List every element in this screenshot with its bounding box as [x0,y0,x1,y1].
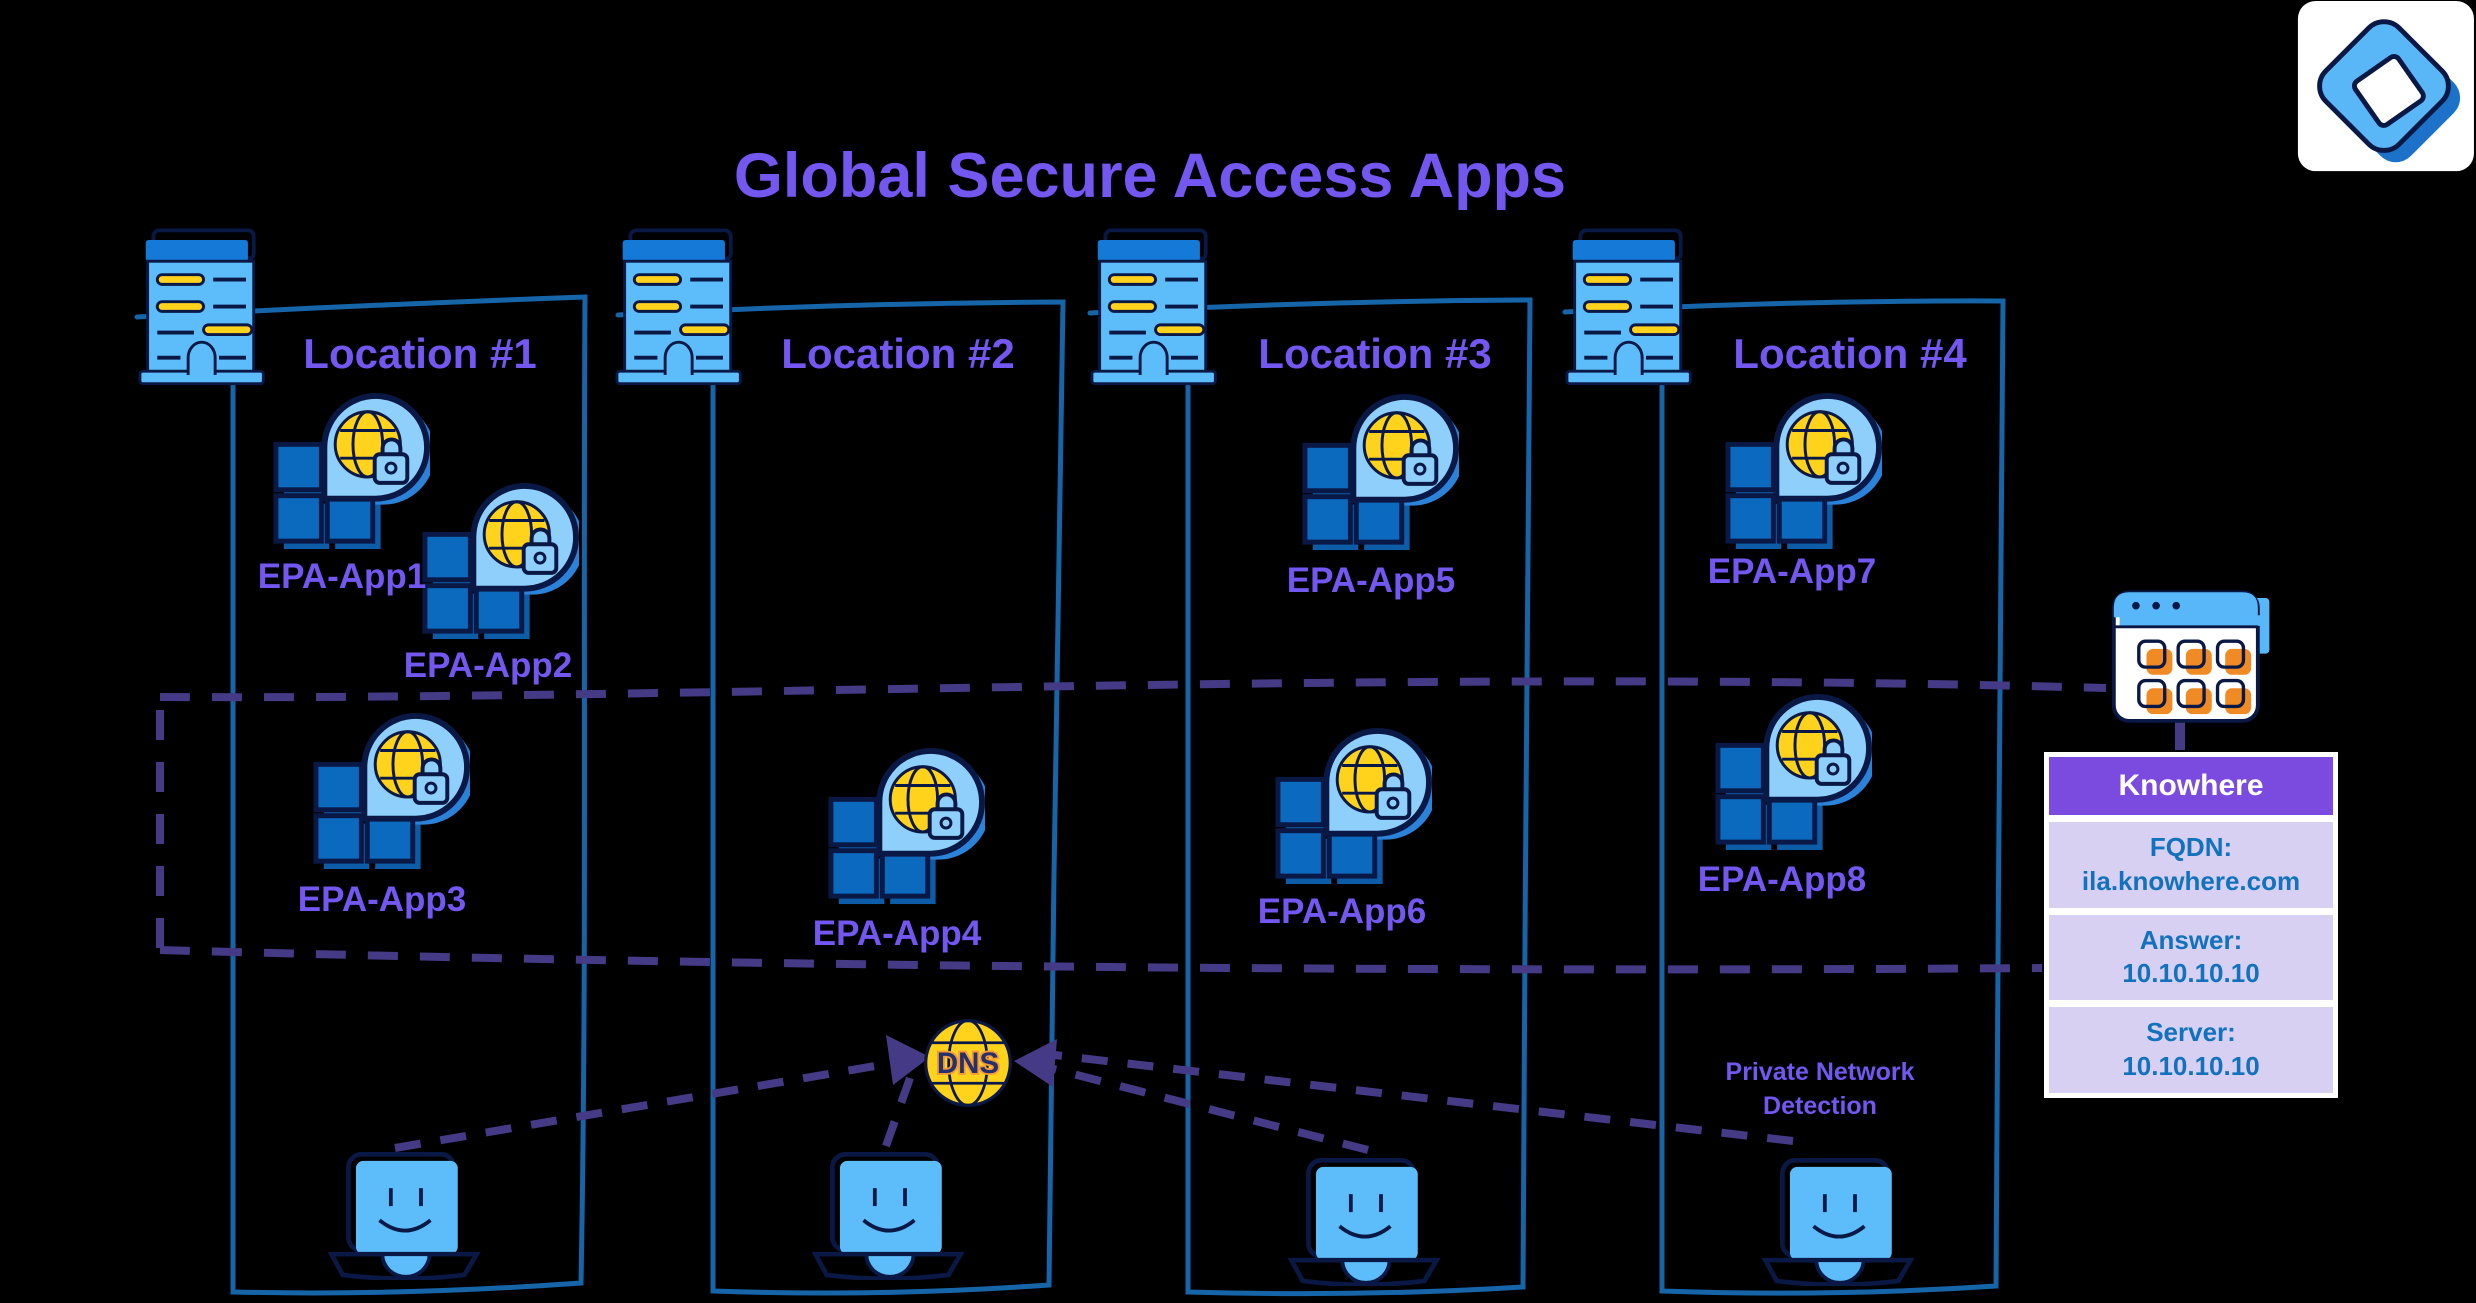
client2-laptop-icon [806,1152,971,1280]
table-row-server: Server: 10.10.10.10 [2049,1007,2333,1093]
dns-query-arrows [394,1050,1794,1154]
boundary-top-edge [159,677,2107,702]
client3-laptop-icon [1282,1158,1447,1286]
location-4-label: Location #4 [1733,330,1967,377]
private-network-detection-label: Private Network Detection [1725,1058,1915,1120]
fqdn-value: ila.knowhere.com [2081,865,2301,896]
epa-app8-label: EPA-App8 [1697,860,1867,899]
server-value: 10.10.10.10 [2122,1050,2260,1081]
dns-label: DNS [937,1047,999,1080]
location-1-label: Location #1 [303,330,537,377]
private-network-boundary [156,677,2107,974]
epa-app3-label: EPA-App3 [297,880,467,919]
epa-app6-icon [1274,728,1432,886]
dns-icon: DNS [924,1019,1012,1107]
client3-dns-arrow [1041,1062,1369,1154]
boundary-bottom-edge [159,946,2043,974]
location-1-box [134,294,588,1296]
diagram-title: Global Secure Access Apps [733,141,1567,211]
location-2-box [615,299,1066,1296]
dns-arrowhead-left [886,1035,930,1085]
server-label: Server: [2146,1017,2236,1048]
table-header: Knowhere [2049,757,2333,815]
building-icon-location4 [1565,228,1700,388]
epa-app4-label: EPA-App4 [812,914,982,953]
building-icon-location1 [138,228,273,388]
brand-logo [2297,1,2474,172]
location-3-label: Location #3 [1258,330,1492,377]
building-icon-location2 [615,228,750,388]
epa-app2-label: EPA-App2 [403,646,573,685]
location-3-box [1087,297,1533,1297]
epa-app1-label: EPA-App1 [257,557,427,596]
building-icon-location3 [1090,228,1225,388]
epa-app1-icon [272,393,430,551]
epa-app3-icon [312,713,470,871]
epa-app7-label: EPA-App7 [1707,552,1877,591]
client4-dns-arrow [1045,1050,1794,1145]
epa-app5-icon [1301,394,1459,552]
app-grid-cells [2137,639,2252,715]
epa-app7-icon [1724,393,1882,551]
location-4-box [1562,298,2006,1296]
app-window-icon [2111,590,2270,723]
client1-laptop-icon [322,1152,487,1280]
answer-value: 10.10.10.10 [2122,958,2260,989]
client1-dns-arrow [394,1059,894,1152]
epa-app2-icon [421,483,579,641]
fqdn-label: FQDN: [2149,832,2233,862]
dns-arrowhead-right [1014,1039,1057,1087]
epa-app4-icon [827,748,985,906]
location-boxes [134,294,2006,1297]
location-2-label: Location #2 [781,330,1015,377]
dns-record-table: Knowhere FQDN: ila.knowhere.com Answer: … [2044,752,2338,1098]
answer-label: Answer: [2139,924,2243,955]
client2-dns-arrow [882,1076,914,1148]
epa-app5-label: EPA-App5 [1286,561,1456,600]
client4-laptop-icon [1756,1158,1921,1286]
epa-app6-label: EPA-App6 [1257,892,1427,931]
table-row-answer: Answer: 10.10.10.10 [2049,914,2333,1001]
epa-app8-icon [1714,694,1872,852]
table-row-fqdn: FQDN: ila.knowhere.com [2049,822,2333,908]
